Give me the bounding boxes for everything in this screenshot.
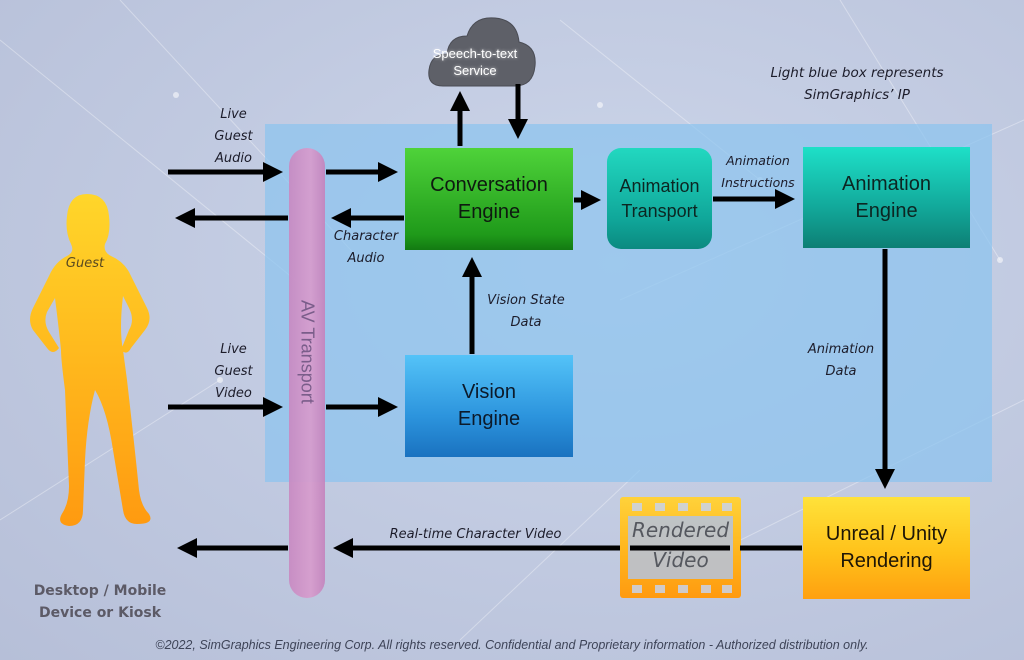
label-live-guest-video: Live Guest Video — [196, 339, 271, 405]
label-line: Data — [825, 364, 857, 379]
node-label: Vision — [461, 381, 517, 403]
label-character-audio: Character Audio — [326, 226, 406, 270]
legend-line-2: SimGraphics’ IP — [804, 87, 910, 103]
label-line: Character — [333, 229, 399, 244]
node-label: Speech-to-text — [432, 46, 518, 61]
cloud-icon — [428, 17, 536, 87]
node-label: Conversation — [430, 174, 548, 196]
av-transport-node[interactable] — [289, 148, 325, 598]
node-label: Transport — [621, 200, 698, 221]
av-transport-label: AV Transport — [297, 300, 318, 404]
speech-to-text-service-node[interactable]: Speech-to-text Service — [430, 45, 520, 79]
node-label: Service — [453, 63, 497, 78]
label-line: Animation — [726, 153, 790, 168]
label-line: Animation — [807, 342, 875, 357]
ip-legend-note: Light blue box represents SimGraphics’ I… — [752, 62, 962, 106]
label-line: Audio — [347, 251, 385, 266]
label-animation-data: Animation Data — [798, 339, 884, 383]
node-label: Engine — [457, 408, 521, 430]
node-label: Unreal / Unity — [825, 523, 948, 545]
av-transport-label-wrap: AV Transport — [289, 148, 325, 598]
legend-line-1: Light blue box represents — [770, 65, 944, 81]
rendered-video-line-2: Video — [652, 548, 709, 572]
node-label: Engine — [457, 201, 521, 223]
rendered-video-line-1: Rendered — [631, 518, 730, 542]
node-label: Engine — [855, 199, 918, 222]
label-line: Vision State — [487, 293, 565, 308]
label-animation-instructions: Animation Instructions — [710, 150, 806, 194]
device-label: Desktop / Mobile Device or Kiosk — [20, 580, 180, 624]
device-label-line-1: Desktop / Mobile — [33, 583, 167, 599]
node-label: Animation — [619, 175, 700, 196]
label-line: Video — [215, 386, 252, 401]
label-line: Live — [220, 107, 247, 122]
label-line: Data — [510, 315, 542, 330]
label-line: Instructions — [721, 175, 795, 190]
label-vision-state-data: Vision State Data — [476, 290, 576, 334]
node-label: Animation — [842, 172, 931, 195]
rendered-video-label: Rendered Video — [620, 515, 741, 575]
copyright-footer: ©2022, SimGraphics Engineering Corp. All… — [155, 638, 869, 652]
device-label-line-2: Device or Kiosk — [38, 605, 161, 621]
label-realtime-character-video: Real-time Character Video — [389, 527, 562, 542]
label-line: Live — [220, 342, 247, 357]
label-line: Guest — [214, 129, 253, 144]
label-line: Audio — [215, 151, 252, 166]
node-label: Rendering — [840, 550, 933, 572]
label-line: Guest — [214, 364, 253, 379]
guest-label: Guest — [65, 256, 105, 271]
label-live-guest-audio: Live Guest Audio — [196, 104, 271, 170]
guest-silhouette-icon[interactable] — [15, 190, 165, 535]
